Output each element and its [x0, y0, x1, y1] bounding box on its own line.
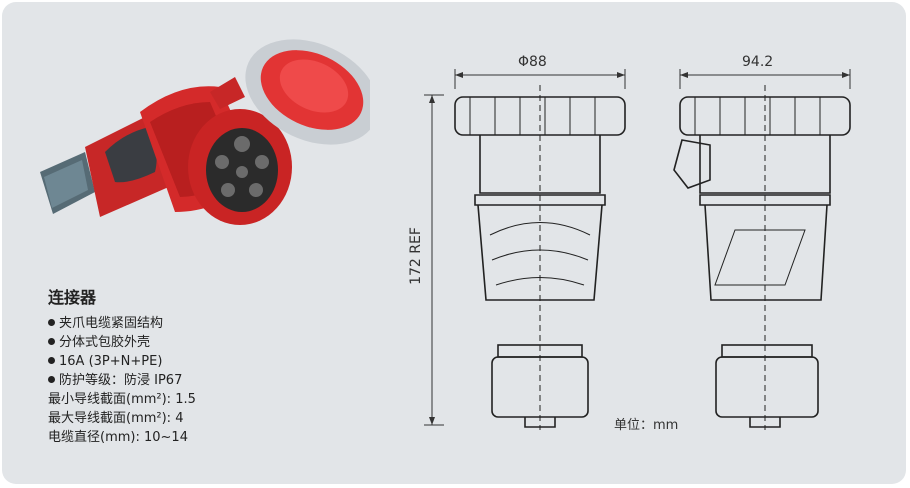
bullet-icon [48, 357, 55, 364]
bullet-icon [48, 376, 55, 383]
unit-label: 单位：mm [614, 418, 679, 433]
height-label: 172 REF [408, 227, 424, 285]
feature-item: 防护等级：防浸 IP67 [48, 371, 182, 390]
technical-drawing [424, 69, 851, 430]
feature-list: 夹爪电缆紧固结构 分体式包胶外壳 16A (3P+N+PE) 防护等级：防浸 I… [48, 314, 182, 390]
connector-product-image [40, 39, 370, 225]
feature-item: 分体式包胶外壳 [48, 333, 182, 352]
front-diameter-label: Φ88 [518, 54, 547, 70]
feature-item: 夹爪电缆紧固结构 [48, 314, 182, 333]
side-width-label: 94.2 [742, 54, 774, 70]
product-title: 连接器 [48, 288, 97, 307]
spec-min-wire: 最小导线截面(mm²): 1.5 [48, 392, 196, 407]
spec-cable-diameter: 电缆直径(mm): 10~14 [48, 430, 188, 445]
technical-drawing-front [454, 85, 626, 430]
spec-list: 最小导线截面(mm²): 1.5 最大导线截面(mm²): 4 电缆直径(mm)… [48, 390, 196, 447]
bullet-icon [48, 319, 55, 326]
technical-drawing-side [673, 85, 851, 430]
spec-max-wire: 最大导线截面(mm²): 4 [48, 411, 184, 426]
bullet-icon [48, 338, 55, 345]
feature-item: 16A (3P+N+PE) [48, 352, 182, 371]
